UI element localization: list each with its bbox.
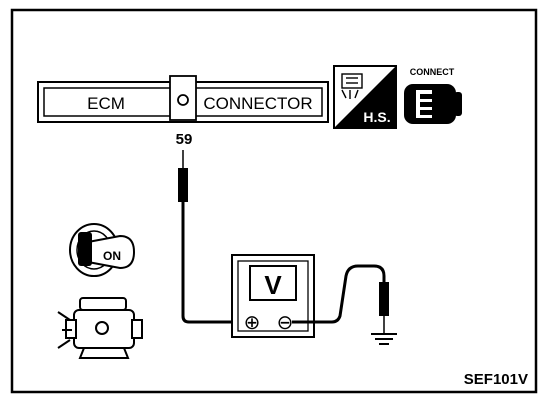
ecm-connector: ECM CONNECTOR [37, 75, 329, 123]
connector-label: CONNECTOR [203, 94, 312, 113]
voltmeter: V ⊕ ⊖ [231, 254, 315, 338]
positive-terminal: ⊕ [244, 312, 261, 334]
pin-number-label: 59 [176, 131, 193, 148]
connect-label: CONNECT [410, 67, 455, 77]
voltmeter-display-label: V [264, 270, 282, 300]
figure-code: SEF101V [464, 371, 528, 388]
ecm-label: ECM [87, 94, 125, 113]
harness-side-connector-icon [341, 73, 363, 99]
probe-wire-positive [178, 150, 238, 324]
connect-badge: CONNECT [404, 67, 462, 124]
negative-terminal: ⊖ [277, 312, 294, 334]
connector-plug-icon [404, 84, 462, 124]
engine-icon [57, 297, 143, 359]
hs-badge: H.S. [333, 65, 397, 129]
diagram-frame [10, 8, 538, 394]
terminal-hole [177, 94, 189, 106]
ground-symbol-icon [371, 333, 397, 345]
connector-latch [169, 75, 197, 121]
ignition-key-icon: ON [69, 223, 136, 277]
probe-wire-negative [292, 264, 389, 334]
voltmeter-display [249, 265, 297, 301]
ignition-key-label: ON [103, 249, 121, 263]
hs-label: H.S. [363, 109, 390, 125]
